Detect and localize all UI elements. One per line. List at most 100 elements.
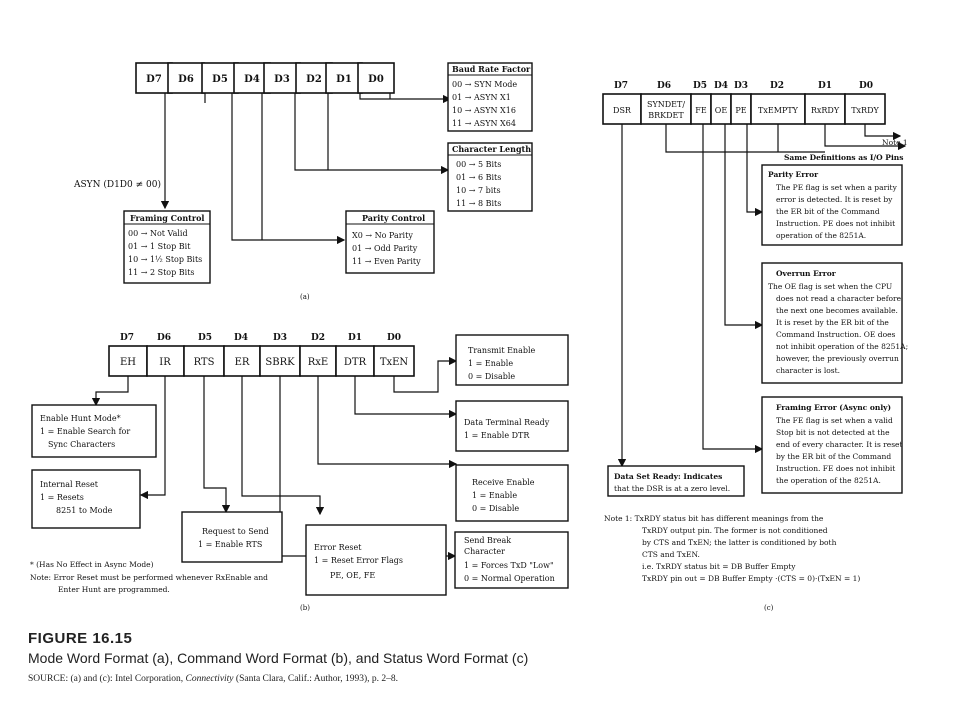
status-framing-title: Framing Error (Async only)	[776, 403, 891, 412]
status-cell-brkdet: BRKDET	[648, 111, 684, 120]
figure-source-suffix: (Santa Clara, Calif.: Author, 1993), p. …	[233, 674, 399, 684]
cmd-er-line: Error Reset	[314, 543, 362, 552]
status-dsr-line: Data Set Ready: Indicates	[614, 472, 722, 481]
baud-rate-line: 00 → SYN Mode	[452, 80, 517, 89]
status-cell-fe: FE	[695, 106, 707, 115]
mode-framing-line: 01 → 1 Stop Bit	[128, 242, 191, 251]
cmd-rxe-line: 1 = Enable	[472, 491, 517, 500]
cmd-rxe-line: Receive Enable	[472, 478, 535, 487]
cmd-bit-cells	[108, 345, 415, 377]
cmd-cell-txen: TxEN	[380, 357, 409, 368]
char-length-title: Character Length	[452, 144, 531, 154]
mode-framing-line: 00 → Not Valid	[128, 229, 188, 238]
cmd-ir-line: 1 = Resets	[40, 493, 84, 502]
status-cell-oe: OE	[715, 106, 728, 115]
mode-bit-cells	[135, 62, 395, 94]
status-cell-syndet: SYNDET/	[647, 100, 685, 109]
status-parity-title: Parity Error	[768, 170, 819, 179]
status-note-line: Note 1: TxRDY status bit has different m…	[604, 514, 824, 523]
cmd-er-box	[305, 524, 447, 596]
cmd-footnote: Note: Error Reset must be performed when…	[30, 573, 268, 582]
mode-parity-box	[345, 210, 435, 274]
mode-framing-line: 10 → 1½ Stop Bits	[128, 255, 202, 264]
cmd-footnote: * (Has No Effect in Async Mode)	[30, 560, 154, 569]
status-overrun-line: not inhibit operation of the 8251A;	[776, 342, 908, 351]
status-bit-d1: D1	[818, 81, 832, 91]
status-framing-box	[761, 396, 903, 494]
cmd-bit-d0: D0	[387, 333, 401, 343]
char-length-line: 10 → 7 bits	[456, 186, 501, 195]
cmd-txen-line: 0 = Disable	[468, 372, 515, 381]
char-length-line: 00 → 5 Bits	[456, 160, 501, 169]
cmd-rts-line: Request to Send	[202, 527, 269, 536]
cmd-dtr-line: Data Terminal Ready	[464, 418, 550, 427]
status-overrun-box	[761, 262, 903, 384]
status-panel-label: (c)	[764, 604, 774, 612]
status-note-line: TxRDY pin out = DB Buffer Empty ·(CTS = …	[642, 574, 860, 583]
mode-bit-d1: D1	[336, 74, 352, 85]
baud-rate-box	[447, 62, 533, 132]
cmd-rts-box	[181, 511, 283, 563]
status-parity-line: the ER bit of the Command	[776, 207, 880, 216]
status-bit-d3: D3	[734, 81, 748, 91]
status-framing-line: end of every character. It is reset	[776, 440, 903, 449]
mode-bit-d6: D6	[178, 74, 194, 85]
char-length-line: 01 → 6 Bits	[456, 173, 501, 182]
cmd-dtr-box	[455, 400, 569, 452]
cmd-cell-sbrk: SBRK	[265, 357, 295, 368]
baud-rate-line: 10 → ASYN X16	[452, 106, 516, 115]
status-cell-pe: PE	[735, 106, 746, 115]
baud-rate-line: 01 → ASYN X1	[452, 93, 511, 102]
status-cell-txrdy: TxRDY	[851, 106, 879, 115]
status-framing-line: by the ER bit of the Command	[776, 452, 891, 461]
status-parity-box	[761, 164, 903, 246]
mode-panel-label: (a)	[300, 293, 310, 301]
status-framing-line: the operation of the 8251A.	[776, 476, 881, 485]
status-connectors	[617, 124, 907, 468]
status-overrun-line: however, the previously overrun	[776, 354, 899, 363]
char-length-box	[447, 142, 533, 212]
status-parity-line: operation of the 8251A.	[776, 231, 866, 240]
status-note-line: CTS and TxEN.	[642, 550, 700, 559]
status-note-line: TxRDY output pin. The former is not cond…	[642, 526, 828, 535]
cmd-bit-d7: D7	[120, 333, 134, 343]
cmd-ir-line: 8251 to Mode	[56, 506, 113, 515]
mode-bit-d5: D5	[212, 74, 228, 85]
cmd-eh-box	[31, 404, 157, 458]
mode-framing-line: 11 → 2 Stop Bits	[128, 268, 195, 277]
cmd-txen-box	[455, 334, 569, 386]
status-bit-d5: D5	[693, 81, 707, 91]
cmd-eh-line: 1 = Enable Search for	[40, 427, 130, 436]
cmd-cell-ir: IR	[159, 357, 171, 368]
cmd-rxe-line: 0 = Disable	[472, 504, 519, 513]
mode-bit-d3: D3	[274, 74, 290, 85]
status-overrun-line: character is lost.	[776, 366, 840, 375]
cmd-eh-line: Sync Characters	[48, 440, 115, 449]
mode-bit-d7: D7	[146, 74, 162, 85]
baud-rate-line: 11 → ASYN X64	[452, 119, 516, 128]
cmd-cell-er: ER	[235, 357, 250, 368]
mode-parity-line: 01 → Odd Parity	[352, 244, 418, 253]
status-note-line: by CTS and TxEN; the latter is condition…	[642, 538, 837, 547]
mode-bit-d0: D0	[368, 74, 384, 85]
cmd-bit-d3: D3	[273, 333, 287, 343]
cmd-sbrk-box	[454, 531, 569, 589]
status-bit-d7: D7	[614, 81, 628, 91]
mode-bit-d4: D4	[244, 74, 260, 85]
figure-number: FIGURE 16.15	[28, 630, 133, 647]
mode-word-diagram: D7 D6 D5 D4 D3 D2 D1 D0 Baud Rate Factor…	[73, 62, 533, 301]
status-overrun-title: Overrun Error	[776, 269, 837, 278]
asyn-condition-label: ASYN (D1D0 ≠ 00)	[73, 179, 161, 190]
command-panel-label: (b)	[300, 604, 310, 612]
cmd-bit-d2: D2	[311, 333, 325, 343]
cmd-txen-line: Transmit Enable	[468, 346, 536, 355]
cmd-rts-line: 1 = Enable RTS	[198, 540, 262, 549]
cmd-er-line: 1 = Reset Error Flags	[314, 556, 403, 565]
mode-framing-box	[123, 210, 211, 284]
cmd-sbrk-line: 0 = Normal Operation	[464, 574, 555, 583]
status-note1-label: Note 1	[882, 138, 908, 147]
cmd-sbrk-line: Send Break	[464, 536, 511, 545]
status-overrun-line: It is reset by the ER bit of the	[776, 318, 889, 327]
command-word-diagram: D7 D6 D5 D4 D3 D2 D1 D0 EH IR RTS ER SBR…	[30, 333, 569, 612]
cmd-sbrk-line: Character	[464, 547, 505, 556]
